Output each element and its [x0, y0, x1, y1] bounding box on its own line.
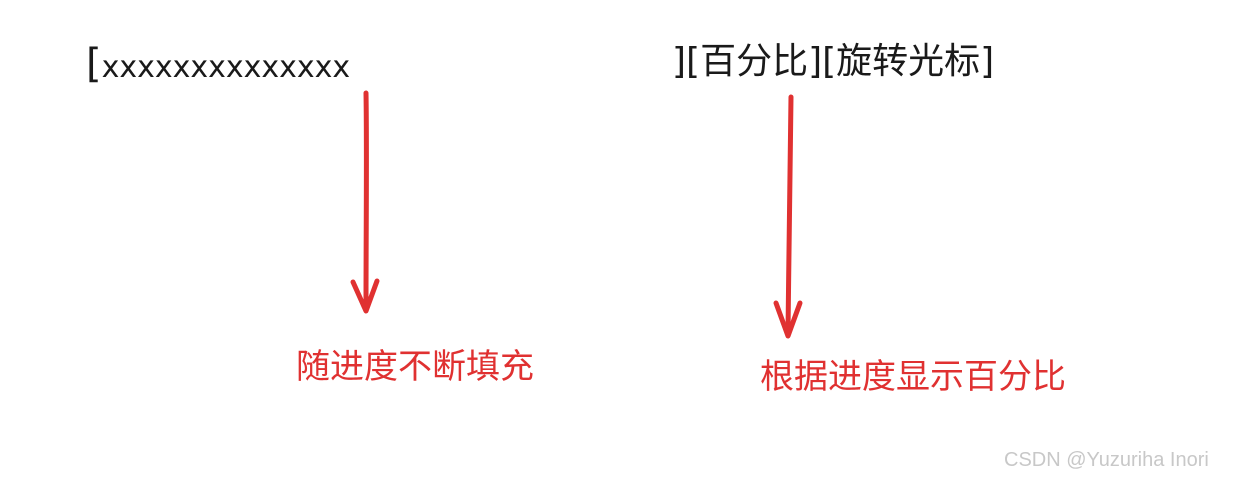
- left-arrow: [350, 90, 380, 314]
- percent-and-cursor-template: ][百分比][旋转光标]: [672, 41, 995, 82]
- progress-fill-chars: xxxxxxxxxxxxxx: [101, 50, 351, 85]
- left-arrow-head: [350, 278, 380, 314]
- right-arrow: [773, 94, 803, 339]
- fill-annotation: 随进度不断填充: [296, 347, 534, 387]
- percent-annotation: 根据进度显示百分比: [760, 357, 1066, 397]
- progress-bar-template: [xxxxxxxxxxxxxx: [86, 44, 350, 84]
- watermark: CSDN @Yuzuriha Inori: [1004, 449, 1209, 471]
- open-bracket: [: [86, 41, 102, 87]
- right-arrow-shaft: [785, 94, 794, 336]
- right-arrow-head: [773, 300, 803, 339]
